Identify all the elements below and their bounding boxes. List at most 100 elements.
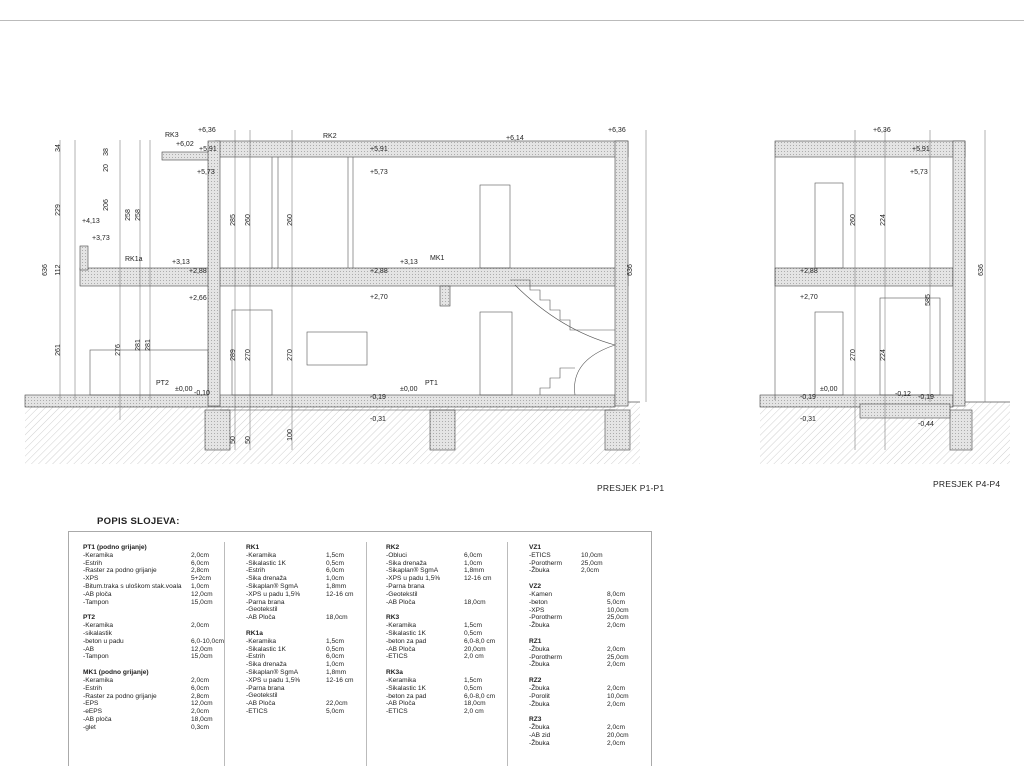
layer-material: -Sikalastic 1K [246, 645, 286, 653]
layer-material: -Sikalastic 1K [386, 684, 426, 692]
layer-material: -AB Ploča [386, 700, 416, 708]
level-label: +6,02 [176, 141, 194, 148]
layer-group-name: RZ1 [529, 637, 542, 645]
layer-material: -AB Ploča [386, 598, 416, 606]
layer-thickness: 0,5cm [326, 559, 344, 567]
dimension-label: 224 [880, 349, 887, 361]
level-label: +6,36 [873, 127, 891, 134]
layer-material: -beton u padu [83, 637, 124, 645]
layer-tag: RK2 [323, 133, 337, 140]
layer-thickness: 2,0 cm [464, 653, 484, 661]
layer-thickness: 1,5cm [326, 637, 344, 645]
layer-thickness: 18,0cm [191, 715, 213, 723]
layer-thickness: 2,0cm [607, 622, 625, 630]
layer-material: -Raster za podno grijanje [83, 692, 157, 700]
dimension-label: 636 [42, 264, 49, 276]
layer-thickness: 1,5cm [464, 676, 482, 684]
layer-group-name: RK2 [386, 544, 400, 551]
layer-thickness: 1,8mm [464, 567, 485, 575]
layer-material: -Estrih [83, 559, 103, 567]
legend-title: POPIS SLOJEVA: [97, 516, 180, 527]
layer-group-name: RZ3 [529, 716, 542, 724]
level-label: +2,88 [800, 268, 818, 275]
dimension-label: 285 [230, 214, 237, 226]
layer-material: -Parna brana [386, 582, 425, 590]
layer-material: -Keramika [246, 551, 277, 559]
layer-thickness: 2,0 cm [464, 708, 484, 716]
dimension-label: 20 [103, 164, 110, 172]
layer-material: -Sikaplan® SgmA [386, 567, 439, 575]
layer-material: -Sikaplan® SgmA [246, 668, 299, 676]
section-caption-p1: PRESJEK P1-P1 [597, 483, 665, 493]
level-labels: +6,36 +6,02 +5,91 +5,73 +6,14 +6,36 +5,9… [82, 127, 934, 428]
layer-group-name: MK1 (podno grijanje) [83, 669, 149, 677]
roof-slab [214, 140, 629, 158]
layer-material: -Žbuka [529, 684, 550, 692]
layer-thickness: 18,0cm [326, 614, 348, 622]
layer-thickness: 12,0cm [191, 590, 213, 598]
layer-row: -Parna brana [246, 685, 354, 693]
layer-material: -Keramika [83, 551, 114, 559]
layer-thickness: 1,5cm [326, 551, 344, 559]
layer-group-name: RK1a [246, 629, 263, 637]
layer-material: -Žbuka [529, 622, 550, 630]
layer-material: -Sikalastic 1K [246, 559, 286, 567]
layer-material: -XPS u padu 1,5% [246, 676, 301, 684]
dimension-label: 206 [103, 199, 110, 211]
layer-thickness: 6,0-10,0cm [191, 637, 224, 645]
layer-tag: RK3 [165, 132, 179, 139]
section-p4-p4 [759, 130, 1010, 464]
layer-thickness: 0,5cm [326, 645, 344, 653]
layer-material: -AB Ploča [246, 614, 276, 622]
layer-material: -Raster za podno grijanje [83, 567, 157, 575]
dimension-label: 636 [627, 264, 634, 276]
layer-material: -Tampon [83, 598, 109, 606]
layer-group-name: RK3 [386, 614, 400, 622]
layer-thickness: 1,5cm [464, 622, 482, 630]
layer-row: -Sikaplan® SgmA 1,8mm [386, 567, 495, 575]
layer-material: -Geotekstil [246, 692, 278, 700]
layer-material: -Kamen [529, 590, 553, 598]
level-label: ±0,00 [400, 386, 418, 393]
layer-group-name: RK1 [246, 544, 260, 551]
dimension-label: 50 [230, 436, 237, 444]
layer-row: -Sikalastic 1K 0,5cm [246, 646, 354, 654]
wall-right [614, 140, 629, 407]
layer-row: -Keramika 1,5cm [246, 552, 354, 560]
layer-thickness: 12,0cm [191, 700, 213, 708]
layer-thickness: 25,0cm [581, 559, 603, 567]
dimension-label: 50 [245, 436, 252, 444]
layer-material: -Žbuka [529, 661, 550, 669]
level-label: +2,70 [800, 294, 818, 301]
layer-row: -beton u padu 6,0-10,0cm [83, 638, 224, 646]
dimension-label: 38 [103, 148, 110, 156]
dimension-label: 112 [55, 264, 62, 275]
layer-material: -Žbuka [529, 645, 550, 653]
sheet-border-line [0, 20, 1024, 21]
level-label: +5,91 [370, 146, 388, 153]
layer-tags: RK3 RK2 RK1a MK1 PT2 PT1 [125, 132, 445, 387]
layer-thickness: 2,0cm [191, 622, 209, 630]
